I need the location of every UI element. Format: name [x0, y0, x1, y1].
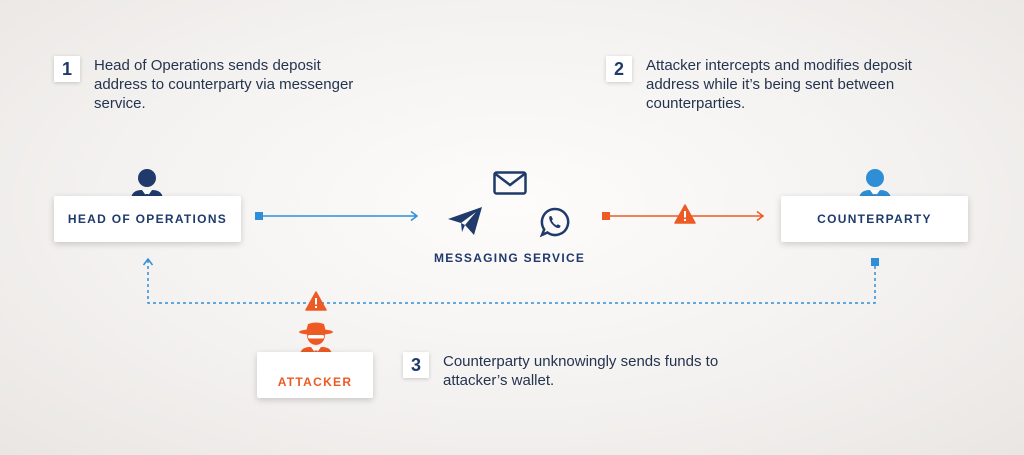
arrow-counterparty-to-head-dashed [142, 257, 879, 304]
step-3-text: Counterparty unknowingly sends funds to … [443, 353, 719, 389]
counterparty-label: COUNTERPARTY [817, 212, 932, 226]
paper-plane-icon [448, 207, 482, 235]
messaging-service-label: MESSAGING SERVICE [434, 251, 586, 265]
step-2-text: Attacker intercepts and modifies deposit… [646, 57, 912, 112]
step-1: 1 Head of Operations sends deposit addre… [54, 56, 384, 113]
arrow-head-to-messaging [255, 210, 419, 222]
head-of-operations-label: HEAD OF OPERATIONS [67, 212, 228, 226]
counterparty-node: COUNTERPARTY [781, 196, 968, 242]
warning-triangle-icon [674, 204, 696, 224]
step-1-text: Head of Operations sends deposit address… [94, 57, 354, 112]
attacker-node: ATTACKER [257, 352, 373, 398]
attacker-label: ATTACKER [277, 375, 353, 389]
head-of-operations-node: HEAD OF OPERATIONS [54, 196, 241, 242]
step-1-number: 1 [54, 56, 80, 82]
step-3: 3 Counterparty unknowingly sends funds t… [403, 352, 783, 390]
step-2-number: 2 [606, 56, 632, 82]
step-3-number: 3 [403, 352, 429, 378]
step-2: 2 Attacker intercepts and modifies depos… [606, 56, 966, 113]
whatsapp-icon [539, 207, 570, 238]
warning-triangle-icon [305, 291, 327, 311]
envelope-icon [493, 171, 527, 195]
